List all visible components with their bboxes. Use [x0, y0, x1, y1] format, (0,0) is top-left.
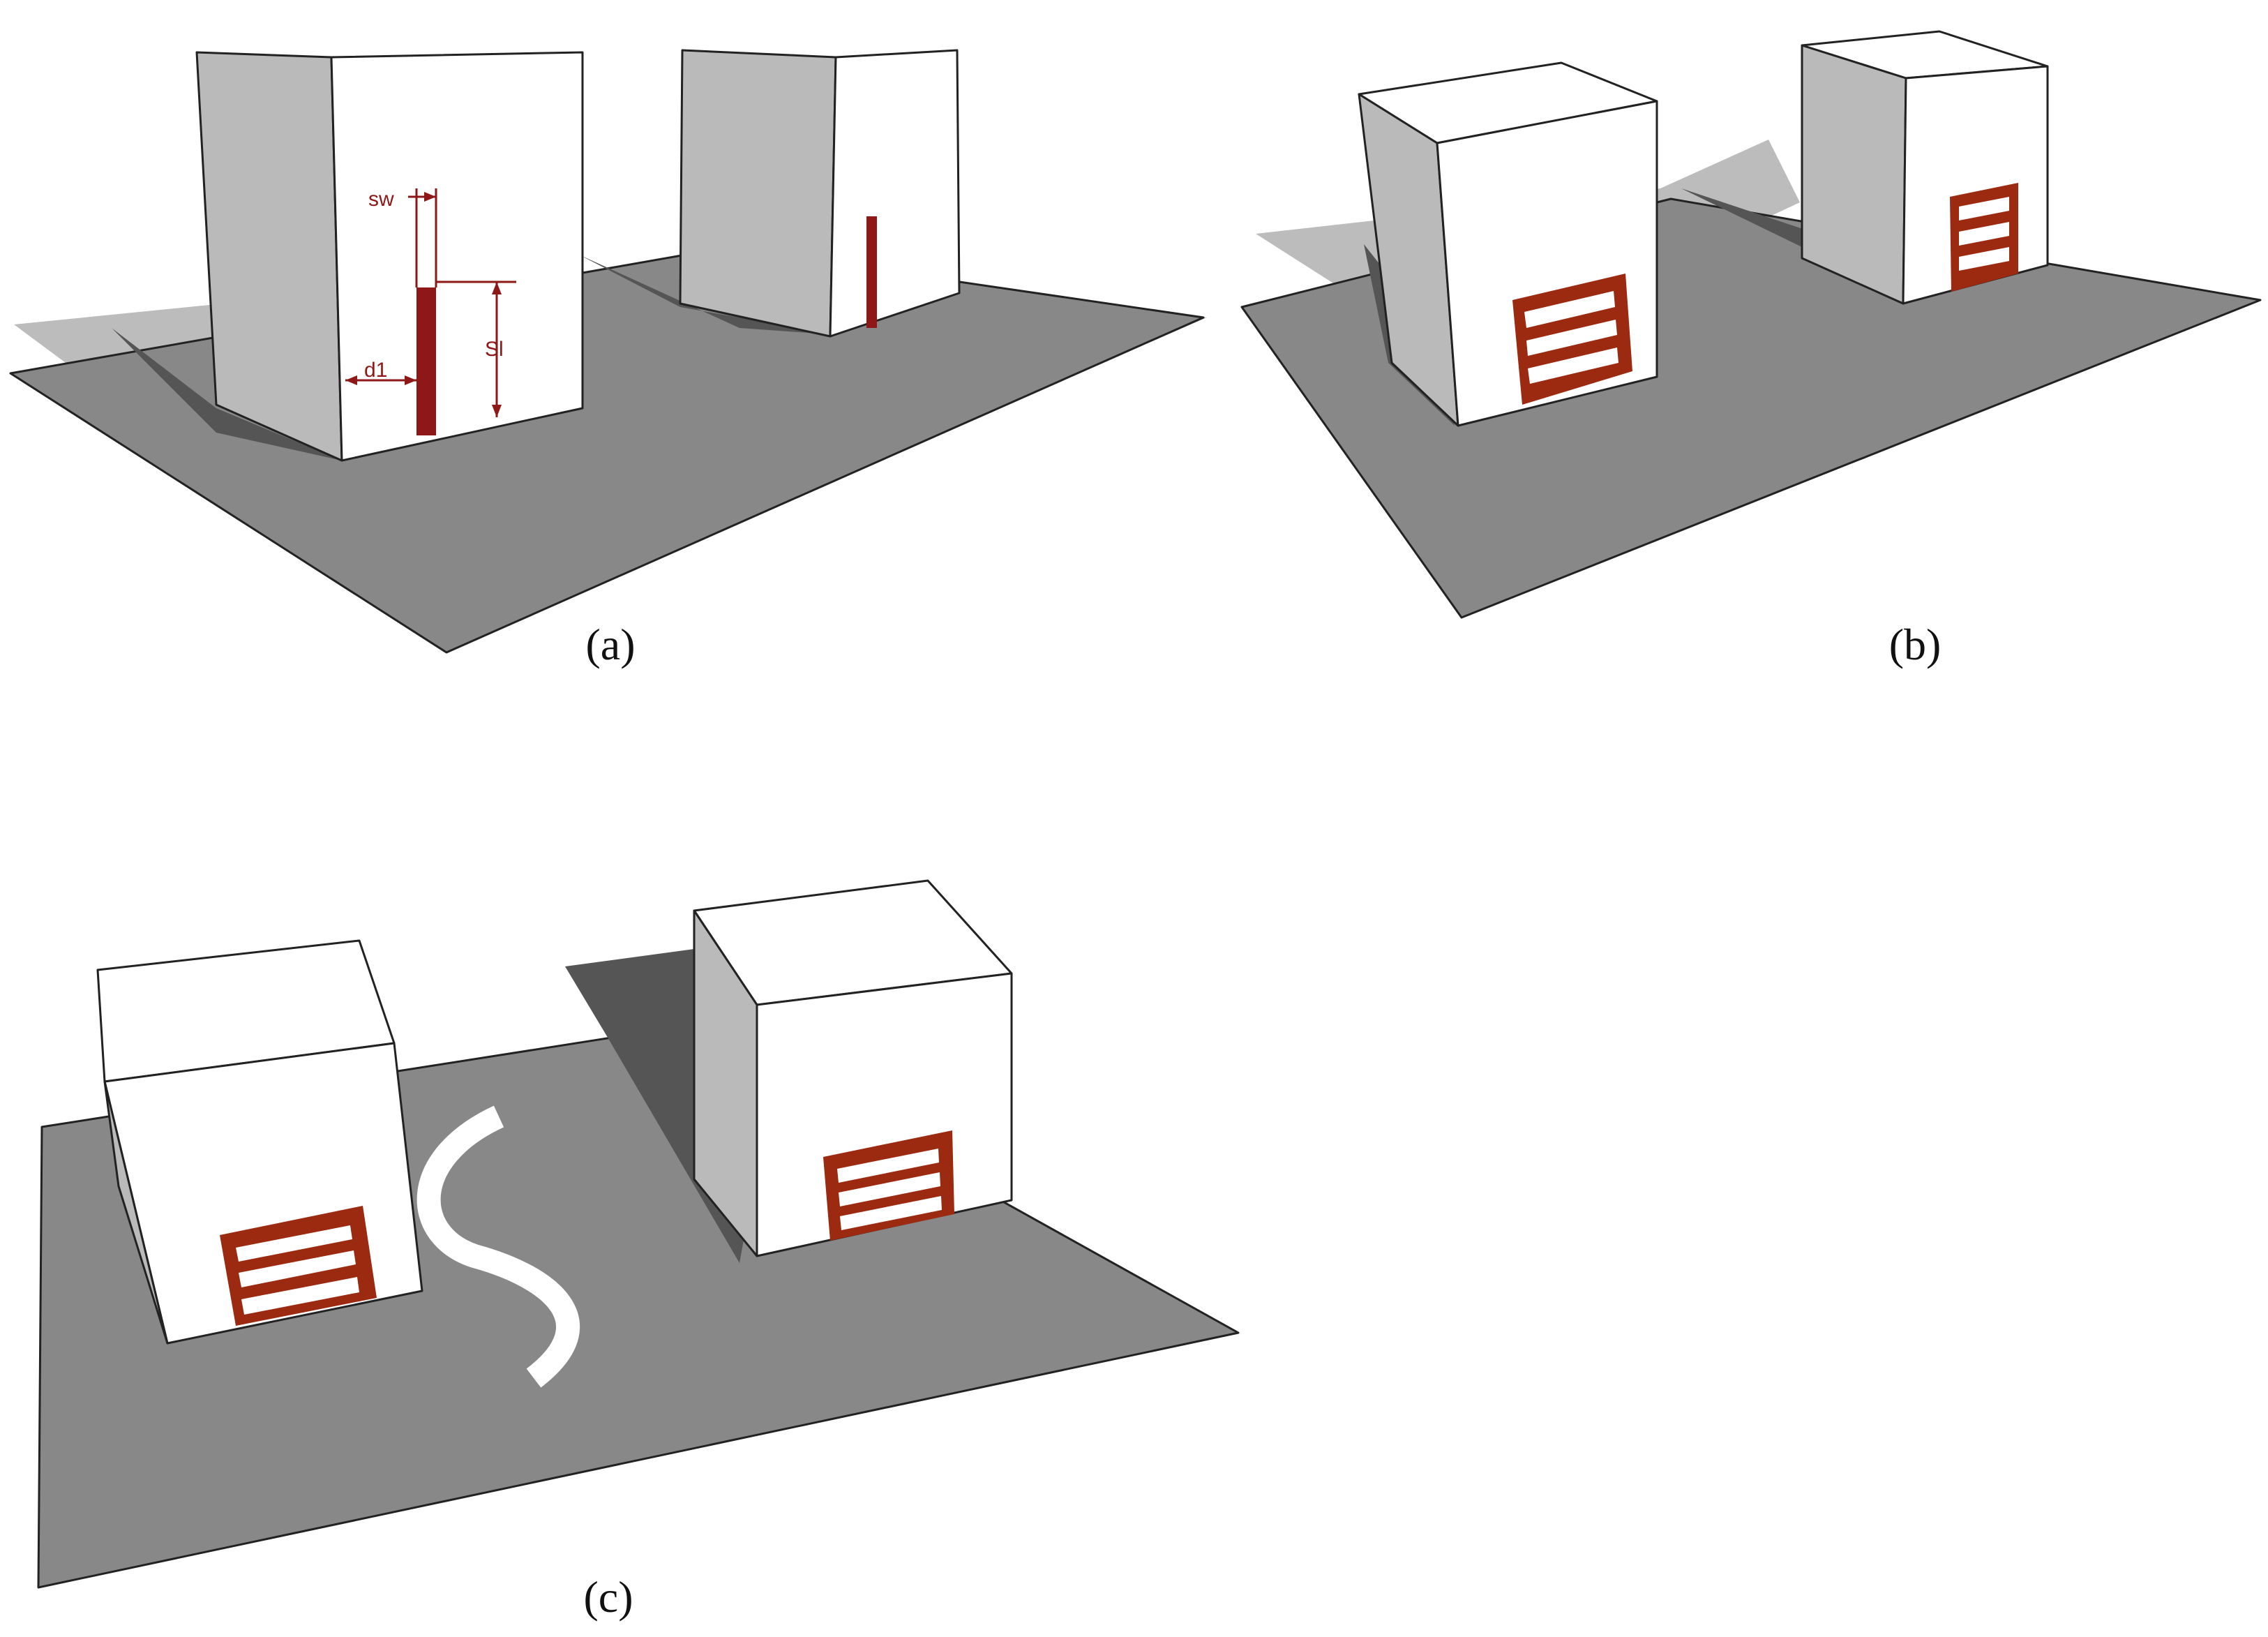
dim-label-sw: sw: [368, 188, 394, 211]
panel-a: sw Sl d1 (a): [9, 49, 1207, 669]
slot-right-a: [866, 216, 877, 328]
s-parasitic-strip: [416, 1105, 580, 1388]
ladder-cutouts-left-b: [1524, 291, 1619, 384]
caption-a: (a): [585, 620, 635, 669]
box-left-side-c: [103, 1080, 169, 1345]
box-right-side-b: [1801, 44, 1907, 305]
ladder-cutouts-right-b: [1959, 197, 2009, 271]
panel-c: (c): [37, 879, 1240, 1622]
slot-left-a: [416, 287, 436, 435]
box-right-front-a: [829, 49, 961, 338]
shadow-left-a: [112, 328, 342, 461]
dim-label-d1: d1: [364, 359, 387, 382]
caption-c: (c): [583, 1572, 633, 1622]
box-left-side-a: [195, 51, 343, 462]
ladder-cutouts-right-c: [837, 1149, 942, 1230]
panel-b: (b): [1240, 30, 2262, 669]
caption-b: (b): [1889, 620, 1942, 669]
dim-label-sl: Sl: [485, 338, 504, 361]
ladder-cutouts-left-c: [236, 1225, 359, 1315]
box-right-side-a: [679, 49, 837, 338]
box-left-front-a: [330, 51, 584, 462]
dimension-annotations: sw Sl d1: [345, 188, 516, 417]
